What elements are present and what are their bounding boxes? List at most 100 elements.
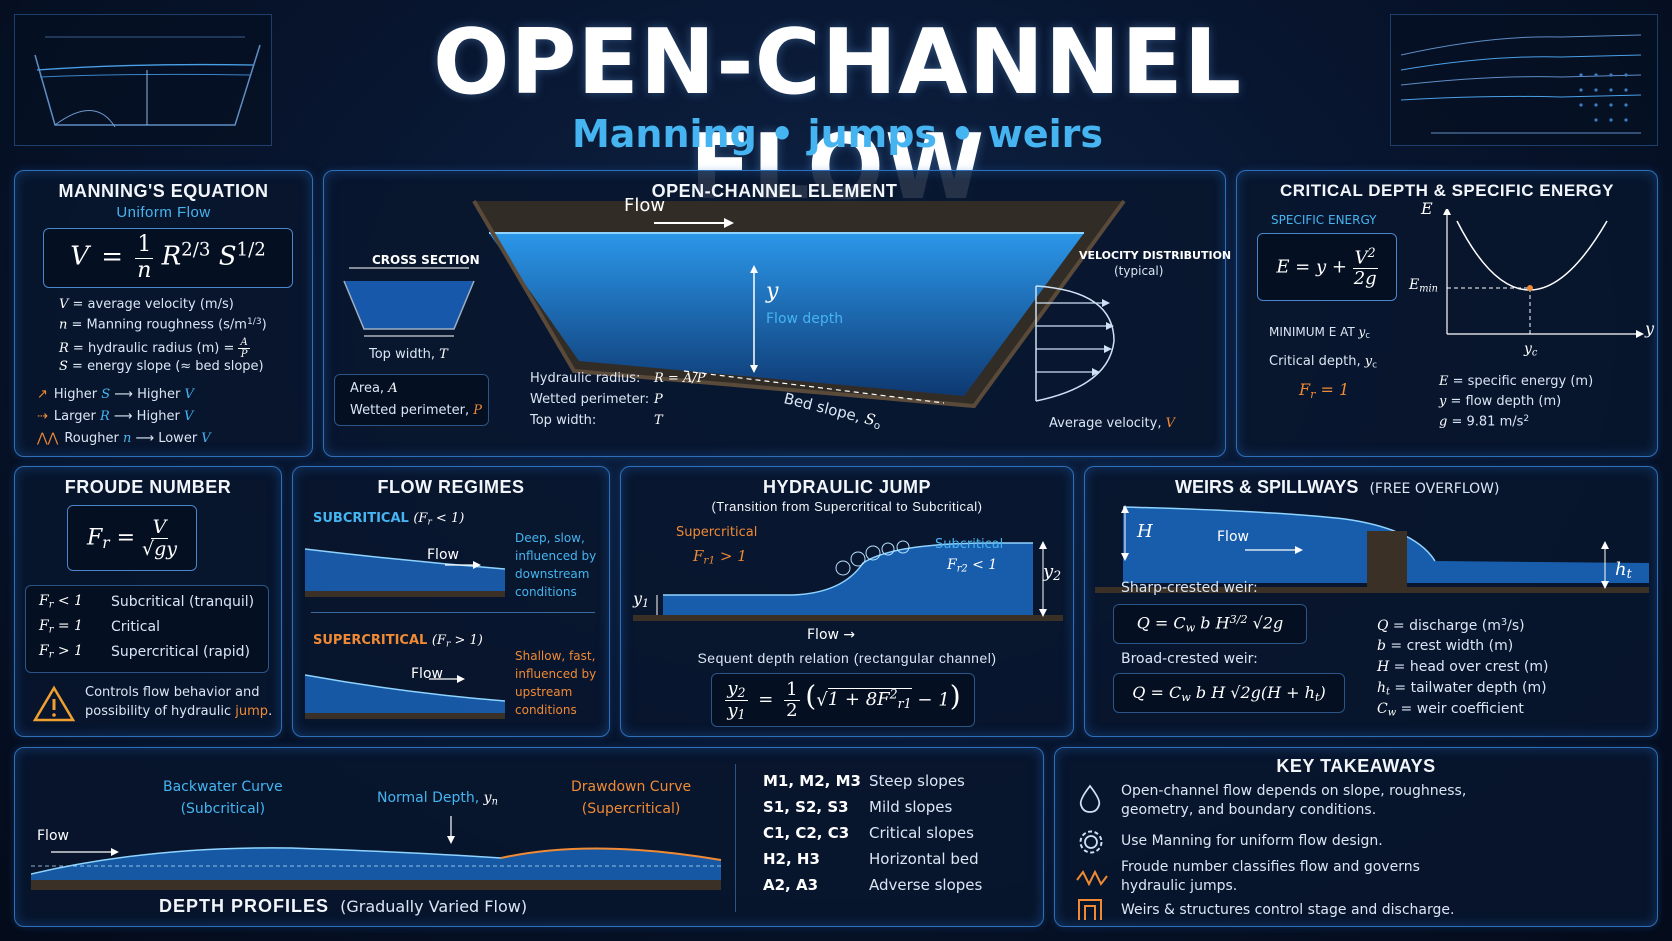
jump-subtitle: (Transition from Supercritical to Subcri… xyxy=(711,499,983,514)
wetted-perim-value: P xyxy=(654,392,663,407)
crit-def-y: y = flow depth (m) xyxy=(1439,394,1562,409)
hyd-radius-label: Hydraulic radius: xyxy=(530,371,641,386)
froude-row-crit: Fr = 1 xyxy=(39,618,83,636)
broad-weir-eq-box: Q = Cw b H √2g(H + ht) xyxy=(1113,673,1345,713)
element-flow-label: Flow xyxy=(624,195,666,216)
top-right-thumbnail xyxy=(1390,14,1658,146)
weir-def-H: H = head over crest (m) xyxy=(1377,659,1549,675)
takeaway-item-0: Open-channel flow depends on slope, roug… xyxy=(1121,783,1467,818)
profiles-title: DEPTH PROFILES xyxy=(159,896,330,916)
profiles-divider xyxy=(735,764,736,912)
wetted-label: Wetted perimeter, P xyxy=(350,403,482,418)
manning-subtitle: Uniform Flow xyxy=(116,204,211,221)
class-desc-4: Adverse slopes xyxy=(869,876,983,894)
manning-def-n: n = Manning roughness (s/m1/3) xyxy=(59,317,267,333)
profiles-flow-label: Flow xyxy=(37,828,69,844)
supercritical-label: SUPERCRITICAL (Fr > 1) xyxy=(313,633,483,650)
class-desc-1: Mild slopes xyxy=(869,798,953,816)
class-code-0: M1, M2, M3 xyxy=(763,772,861,790)
sharp-weir-eq-box: Q = Cw b H3/2 √2g xyxy=(1113,604,1307,644)
froude-one: Fr = 1 xyxy=(1299,380,1350,401)
trend-roughness: ⋀⋀Rougher n ⟶ Lower V xyxy=(37,431,211,446)
zigzag-icon: ⋀⋀ xyxy=(37,431,59,446)
weir-diagram xyxy=(1095,505,1649,593)
axis-E-label: E xyxy=(1421,199,1433,218)
takeaway-item-2: Froude number classifies flow and govern… xyxy=(1121,859,1420,894)
hydraulic-jump-diagram xyxy=(633,540,1063,621)
water-drop-icon xyxy=(1079,784,1101,813)
top-left-thumbnail xyxy=(14,14,272,146)
weir-def-ht: ht = tailwater depth (m) xyxy=(1377,680,1547,698)
froude-equation-box: Fr = V√gy xyxy=(67,505,197,571)
jump-sub-label: Subcritical xyxy=(935,537,1004,552)
manning-eq-lhs: V xyxy=(70,242,89,272)
area-box xyxy=(334,374,489,426)
jump-sub-fr: Fr2 < 1 xyxy=(947,557,998,575)
area-label: Area, A xyxy=(350,381,398,396)
channel-3d-diagram xyxy=(343,199,1126,409)
froude-table-box xyxy=(25,585,269,673)
backwater-label: Backwater Curve(Subcritical) xyxy=(163,779,283,817)
axis-y-label: y xyxy=(1645,319,1655,338)
depth-label: Flow depth xyxy=(766,311,844,327)
class-code-1: S1, S2, S3 xyxy=(763,798,849,816)
class-code-3: H2, H3 xyxy=(763,850,820,868)
weir-ht-label: ht xyxy=(1615,559,1632,582)
sharp-weir-label: Sharp-crested weir: xyxy=(1121,580,1258,596)
froude-row-super: Fr > 1 xyxy=(39,643,83,661)
arrow-right-icon: → xyxy=(843,627,856,643)
weirs-title: WEIRS & SPILLWAYS xyxy=(1175,477,1359,497)
manning-title: MANNING'S EQUATION xyxy=(58,181,269,201)
top-width-label: Top width, T xyxy=(369,347,448,362)
froude-row-crit-text: Critical xyxy=(111,619,160,635)
manning-eq-R: R xyxy=(161,242,182,272)
regimes-title: FLOW REGIMES xyxy=(377,477,525,497)
jump-flow-label: Flow → xyxy=(807,627,856,643)
velocity-dist-title: VELOCITY DISTRIBUTION xyxy=(1079,249,1232,262)
profiles-title-row: DEPTH PROFILES (Gradually Varied Flow) xyxy=(159,896,527,917)
axis-Emin-label: Emin xyxy=(1409,277,1438,295)
manning-eq-S: S xyxy=(218,242,237,272)
froude-note-a: Controls flow behavior and xyxy=(85,685,260,700)
drawdown-label: Drawdown Curve(Supercritical) xyxy=(571,779,692,817)
jump-title: HYDRAULIC JUMP xyxy=(762,477,931,497)
class-desc-0: Steep slopes xyxy=(869,772,965,790)
weir-structure-icon xyxy=(1078,899,1102,920)
trend-arrow-icon: ↗ xyxy=(37,387,48,402)
weir-def-b: b = crest width (m) xyxy=(1377,638,1514,654)
class-code-4: A2, A3 xyxy=(763,876,819,894)
jump-super-fr: Fr1 > 1 xyxy=(693,547,747,567)
velocity-dist-sub: (typical) xyxy=(1114,264,1164,278)
critical-title: CRITICAL DEPTH & SPECIFIC ENERGY xyxy=(1280,181,1614,200)
profiles-title-note: (Gradually Varied Flow) xyxy=(340,897,528,916)
specific-energy-curve xyxy=(1443,209,1644,338)
subcritical-flow-label: Flow xyxy=(427,547,459,563)
supercritical-flow-label: Flow xyxy=(411,666,443,682)
manning-frac-den: n xyxy=(137,257,152,283)
crit-def-E: E = specific energy (m) xyxy=(1439,374,1594,389)
manning-frac-num: 1 xyxy=(135,232,154,259)
element-title: OPEN-CHANNEL ELEMENT xyxy=(651,181,898,201)
takeaways-title: KEY TAKEAWAYS xyxy=(1276,756,1436,776)
top-w-value: T xyxy=(654,413,663,428)
subcritical-diagram xyxy=(305,548,505,597)
subcritical-label: SUBCRITICAL (Fr < 1) xyxy=(313,511,465,528)
jump-panel: HYDRAULIC JUMP (Transition from Supercri… xyxy=(620,466,1074,737)
axis-yc-label: yc xyxy=(1524,341,1538,359)
froude-note-b: possibility of hydraulic jump. xyxy=(85,704,273,719)
critical-panel: CRITICAL DEPTH & SPECIFIC ENERGY SPECIFI… xyxy=(1236,170,1658,457)
depth-profile-diagram xyxy=(31,816,722,890)
manning-S-exp: 1/2 xyxy=(236,239,266,261)
weirs-title-row: WEIRS & SPILLWAYS (FREE OVERFLOW) xyxy=(1175,477,1499,498)
class-code-2: C1, C2, C3 xyxy=(763,824,850,842)
top-w-label: Top width: xyxy=(530,413,597,428)
manning-def-S: S = energy slope (≈ bed slope) xyxy=(59,359,264,374)
takeaways-panel: KEY TAKEAWAYS Open-channel flow depends … xyxy=(1054,747,1658,927)
page-subtitle: Manning • jumps • weirs xyxy=(571,112,1104,156)
streamlines-sketch-icon xyxy=(1400,34,1642,134)
wave-icon xyxy=(1076,869,1108,887)
